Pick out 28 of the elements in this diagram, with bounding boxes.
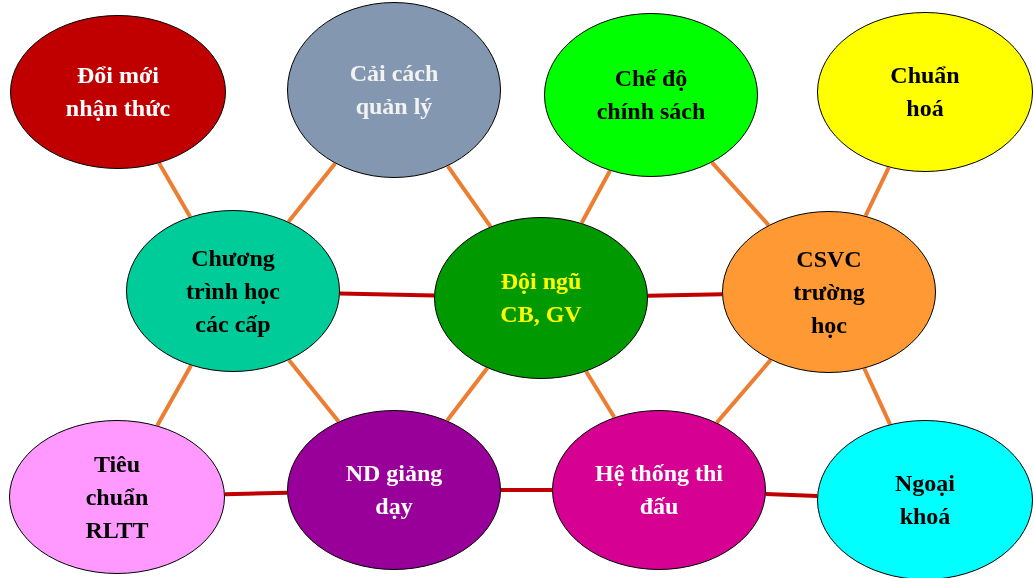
connector-line	[647, 292, 723, 298]
connector-line	[715, 358, 773, 424]
connector-line	[157, 162, 192, 218]
node-label: Cải cách quản lý	[348, 59, 440, 121]
node-label: CSVC trường học	[792, 244, 866, 340]
connector-line	[286, 162, 337, 223]
node-label: ND giảng dạy	[344, 459, 444, 521]
node-label: Hệ thống thi đấu	[594, 459, 724, 521]
connector-line	[445, 366, 489, 422]
node-label: Tiêu chuẩn RLTT	[84, 449, 150, 545]
node-label: Đổi mới nhận thức	[64, 61, 172, 123]
connector-line	[579, 169, 612, 224]
connector-line	[710, 161, 771, 227]
node-label: Đội ngũ CB, GV	[499, 267, 583, 329]
connector-line	[339, 291, 435, 298]
connector-line	[224, 490, 288, 497]
connector-line	[862, 367, 892, 426]
connector-line	[155, 364, 193, 427]
node-label: Ngoại khoá	[894, 469, 956, 531]
node-label: Chương trình học các cấp	[185, 243, 281, 339]
node-label: Chế độ chính sách	[596, 64, 706, 126]
connector-line	[765, 492, 818, 498]
connector-line	[287, 358, 341, 423]
connector-line	[584, 370, 617, 419]
connector-line	[863, 166, 891, 217]
connector-line	[446, 164, 493, 228]
node-label: Chuẩn hoá	[889, 61, 961, 123]
connector-line	[501, 488, 552, 492]
